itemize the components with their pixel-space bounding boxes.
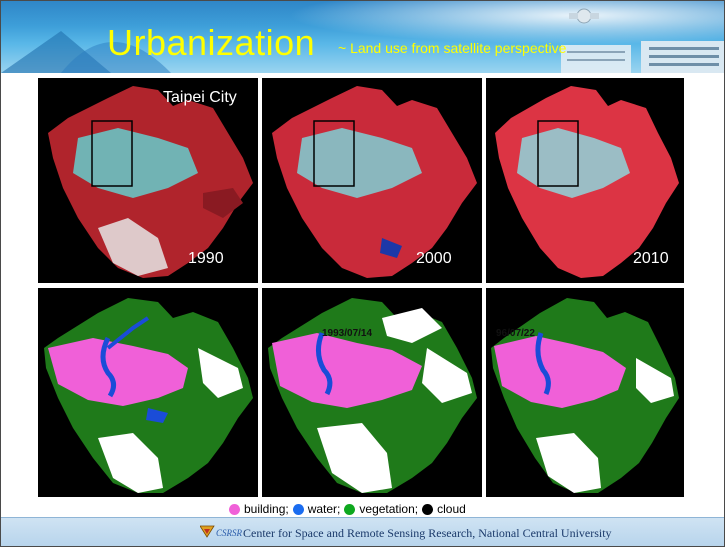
acquisition-date: 1993/07/14 [322, 328, 373, 339]
panel-year-label: 1990 [188, 250, 224, 267]
acquisition-date: 96/07/22 [496, 328, 535, 339]
satellite-image-1990: Taipei City 1990 [38, 78, 258, 283]
csrsr-logo-icon: CSRSR [200, 525, 243, 538]
satellite-icon [569, 8, 599, 24]
classified-map-2: 1993/07/14 [262, 288, 482, 497]
legend-item-cloud: cloud [422, 502, 466, 516]
header-background [1, 1, 724, 73]
legend-label: vegetation; [359, 502, 419, 516]
satellite-image-2000: 2000 [262, 78, 482, 283]
legend-item-water: water; [292, 502, 341, 516]
green-dot-icon [344, 503, 356, 515]
legend-label: cloud [437, 502, 466, 516]
panel-year-label: 2010 [633, 250, 669, 267]
blue-dot-icon [292, 503, 304, 515]
panel-year-label: 2000 [416, 250, 452, 267]
footer: CSRSR Center for Space and Remote Sensin… [1, 517, 724, 546]
pink-dot-icon [229, 503, 240, 515]
legend-item-building: building; [229, 502, 289, 516]
classified-map-1 [38, 288, 258, 497]
header-banner: Urbanization ~ Land use from satellite p… [1, 1, 724, 73]
land-use-legend: building; water; vegetation; cloud [229, 502, 470, 516]
legend-label: building; [244, 502, 289, 516]
page-title: Urbanization [107, 22, 316, 63]
footer-logo-text: CSRSR [216, 528, 243, 538]
legend-item-vegetation: vegetation; [344, 502, 418, 516]
classified-map-3: 96/07/22 [486, 288, 684, 497]
page-subtitle: ~ Land use from satellite perspective [338, 40, 567, 56]
footer-text: Center for Space and Remote Sensing Rese… [243, 526, 612, 540]
panel-title-taipei-city: Taipei City [163, 89, 237, 106]
satellite-image-2010: 2010 [486, 78, 684, 283]
legend-label: water; [307, 502, 341, 516]
black-dot-icon [422, 503, 434, 515]
